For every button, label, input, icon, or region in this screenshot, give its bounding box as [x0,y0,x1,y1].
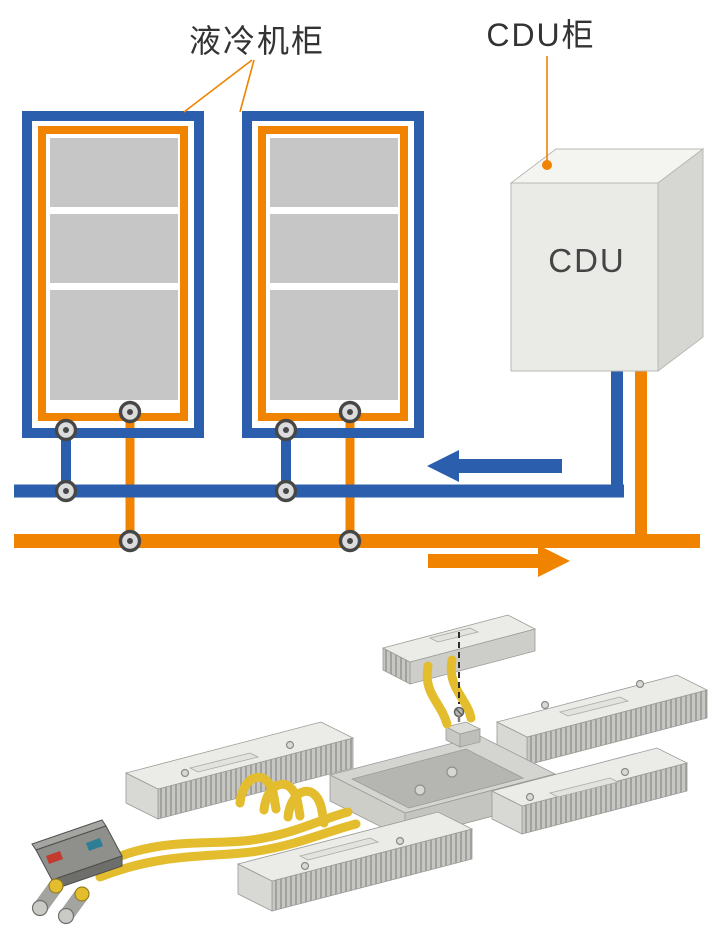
valve-manifold-orange-2 [338,529,362,553]
rack1-blue-loop [22,111,204,438]
quick-connector-assembly [31,819,123,925]
hose-loop-2 [259,780,305,821]
module-vent-slot [188,752,260,773]
rack2-block-1 [270,138,398,207]
valve-manifold-blue-1 [54,479,78,503]
hose-main-2 [95,819,361,882]
screw-post [285,740,295,750]
hose-upper-2 [446,655,476,723]
connector-blue-mark [86,838,103,851]
module-top-face [490,747,689,807]
hose-upper-1 [422,661,452,729]
screw-slot [455,708,463,716]
connector-red-mark [46,851,63,864]
valve-rack1-orange [118,400,142,424]
rack2-orange-loop [258,126,408,421]
screw-post [395,836,405,846]
orange-arrow-right [428,545,570,577]
manifold-block-side [459,728,481,748]
valve-rack1-blue [54,418,78,442]
screw-post [180,768,190,778]
hose-loop-3 [283,787,329,828]
module-vent-slot [428,627,480,643]
module-top-face [381,614,537,663]
cdu-box: CDU [509,147,705,373]
rack1-block-3 [50,290,178,400]
rack1-block-2 [50,214,178,283]
standoff-boss [446,766,458,778]
chassis-floor [350,748,525,809]
rack2-block-3 [270,290,398,400]
rack-label: 液冷机柜 [189,23,325,59]
server-module-b [495,674,709,766]
cdu-leader-dot [542,160,552,170]
connector-collar-2 [74,886,90,902]
rack1-block-1 [50,138,178,207]
rack1-orange-loop [38,126,188,421]
cdu-box-label: CDU [548,242,626,279]
cdu-cabinet-label: CDU柜 [486,17,595,53]
server-modules-illustration [31,614,709,925]
rack-leader-line-1 [183,59,253,113]
valve-rack2-orange [338,400,362,424]
valve-manifold-blue-2 [274,479,298,503]
server-module-a [381,614,537,685]
cdu-box-side-face [657,147,704,373]
module-vent-slot [558,696,630,717]
connector-collar-1 [48,878,64,894]
screw-post [635,679,645,689]
label-leader-lines [183,56,548,162]
orange-flow-arrow [428,160,570,577]
rack2-block-2 [270,214,398,283]
server-module-e [490,747,689,835]
valve-rack2-blue [274,418,298,442]
connector-cap-1 [31,899,49,917]
connector-cap-2 [57,907,75,925]
rack-leader-line-2 [239,59,255,113]
screw-post [620,767,630,777]
pipe-valves [54,400,362,553]
rack-equipment-blocks [50,138,398,400]
coolant-hoses [95,655,476,882]
valve-manifold-orange-1 [118,529,142,553]
module-vent-slot [548,777,620,798]
screw-insertion-axis [453,632,465,722]
screw-post [540,700,550,710]
hose-loop-1 [235,773,281,814]
module-vent-slot [298,837,380,861]
cdu-box-front-face [510,182,659,372]
screw-post [300,861,310,871]
server-module-f [236,811,474,912]
rack2-blue-loop [242,111,424,438]
screw-post [525,792,535,802]
blue-flow-arrow [427,450,562,482]
standoff-boss [414,784,426,796]
blue-arrow-left [427,450,562,482]
diagram-labels: 液冷机柜 CDU柜 [189,17,595,59]
